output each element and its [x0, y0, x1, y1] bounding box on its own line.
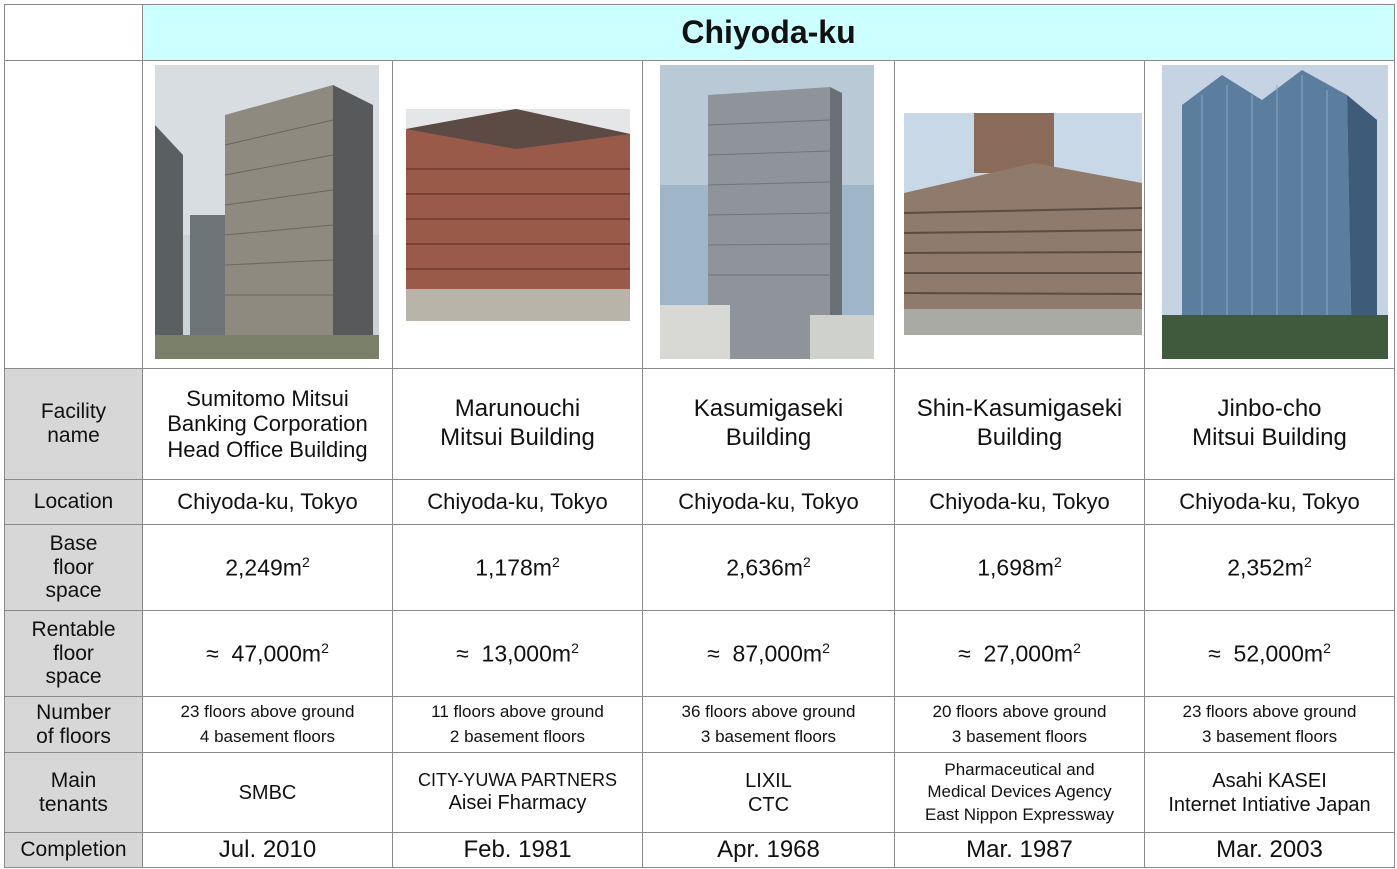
number-of-floors-row: Number of floors 23 floors above ground … — [4, 696, 1396, 753]
facility-name-cell: Jinbo-cho Mitsui Building — [1143, 368, 1396, 480]
facility-name-cell: Kasumigaseki Building — [642, 368, 895, 480]
facility-name-cell: Sumitomo Mitsui Banking Corporation Head… — [142, 368, 393, 480]
rentable-floor-space-cell: ≈ 87,000m2 — [642, 610, 895, 697]
base-floor-space-row: Base floor space 2,249m2 1,178m2 2,636m2… — [4, 524, 1396, 611]
floors-cell: 36 floors above ground 3 basement floors — [642, 696, 895, 753]
completion-cell: Mar. 1987 — [894, 832, 1145, 868]
row-label-rentable-floor-space: Rentable floor space — [4, 610, 143, 697]
rentable-floor-space-cell: ≈ 52,000m2 — [1143, 610, 1396, 697]
corner-cell — [4, 60, 143, 369]
completion-cell: Jul. 2010 — [142, 832, 393, 868]
photo-row — [4, 60, 1396, 369]
completion-cell: Apr. 1968 — [642, 832, 895, 868]
rentable-floor-space-cell: ≈ 47,000m2 — [142, 610, 393, 697]
building-photo-1 — [142, 60, 393, 369]
tenants-cell: Asahi KASEI Internet Intiative Japan — [1143, 752, 1396, 833]
location-row: Location Chiyoda-ku, Tokyo Chiyoda-ku, T… — [4, 479, 1396, 525]
row-label-location: Location — [4, 479, 143, 525]
floors-cell: 11 floors above ground 2 basement floors — [392, 696, 643, 753]
rentable-floor-space-cell: ≈ 27,000m2 — [894, 610, 1145, 697]
completion-cell: Feb. 1981 — [392, 832, 643, 868]
title-row: Chiyoda-ku — [4, 4, 1396, 61]
base-floor-space-cell: 2,636m2 — [642, 524, 895, 611]
building-photo-4-image — [904, 113, 1142, 335]
corner-cell — [4, 4, 143, 61]
row-label-completion: Completion — [4, 832, 143, 868]
location-cell: Chiyoda-ku, Tokyo — [142, 479, 393, 525]
tenants-cell: SMBC — [142, 752, 393, 833]
floors-cell: 20 floors above ground 3 basement floors — [894, 696, 1145, 753]
region-title: Chiyoda-ku — [141, 4, 1396, 61]
building-photo-2-image — [406, 109, 630, 321]
facility-name-row: Facility name Sumitomo Mitsui Banking Co… — [4, 368, 1396, 480]
tenants-cell: LIXIL CTC — [642, 752, 895, 833]
building-photo-3-image — [660, 65, 874, 359]
location-cell: Chiyoda-ku, Tokyo — [1143, 479, 1396, 525]
building-photo-3 — [642, 60, 895, 369]
location-cell: Chiyoda-ku, Tokyo — [642, 479, 895, 525]
tenants-cell: CITY-YUWA PARTNERS Aisei Fharmacy — [392, 752, 643, 833]
base-floor-space-cell: 1,178m2 — [392, 524, 643, 611]
row-label-main-tenants: Main tenants — [4, 752, 143, 833]
building-photo-5 — [1143, 60, 1396, 369]
base-floor-space-cell: 1,698m2 — [894, 524, 1145, 611]
building-photo-2 — [392, 60, 643, 369]
property-table: Chiyoda-ku — [4, 4, 1396, 868]
facility-name-cell: Shin-Kasumigaseki Building — [894, 368, 1145, 480]
facility-name-cell: Marunouchi Mitsui Building — [392, 368, 643, 480]
building-photo-5-image — [1162, 65, 1388, 359]
row-label-number-of-floors: Number of floors — [4, 696, 143, 753]
location-cell: Chiyoda-ku, Tokyo — [392, 479, 643, 525]
main-tenants-row: Main tenants SMBC CITY-YUWA PARTNERS Ais… — [4, 752, 1396, 833]
tenants-cell: Pharmaceutical and Medical Devices Agenc… — [894, 752, 1145, 833]
row-label-base-floor-space: Base floor space — [4, 524, 143, 611]
rentable-floor-space-row: Rentable floor space ≈ 47,000m2 ≈ 13,000… — [4, 610, 1396, 697]
completion-row: Completion Jul. 2010 Feb. 1981 Apr. 1968… — [4, 832, 1396, 868]
base-floor-space-cell: 2,352m2 — [1143, 524, 1396, 611]
rentable-floor-space-cell: ≈ 13,000m2 — [392, 610, 643, 697]
building-photo-4 — [894, 60, 1145, 369]
completion-cell: Mar. 2003 — [1143, 832, 1396, 868]
floors-cell: 23 floors above ground 3 basement floors — [1143, 696, 1396, 753]
floors-cell: 23 floors above ground 4 basement floors — [142, 696, 393, 753]
row-label-facility-name: Facility name — [4, 368, 143, 480]
location-cell: Chiyoda-ku, Tokyo — [894, 479, 1145, 525]
building-photo-1-image — [155, 65, 379, 359]
base-floor-space-cell: 2,249m2 — [142, 524, 393, 611]
